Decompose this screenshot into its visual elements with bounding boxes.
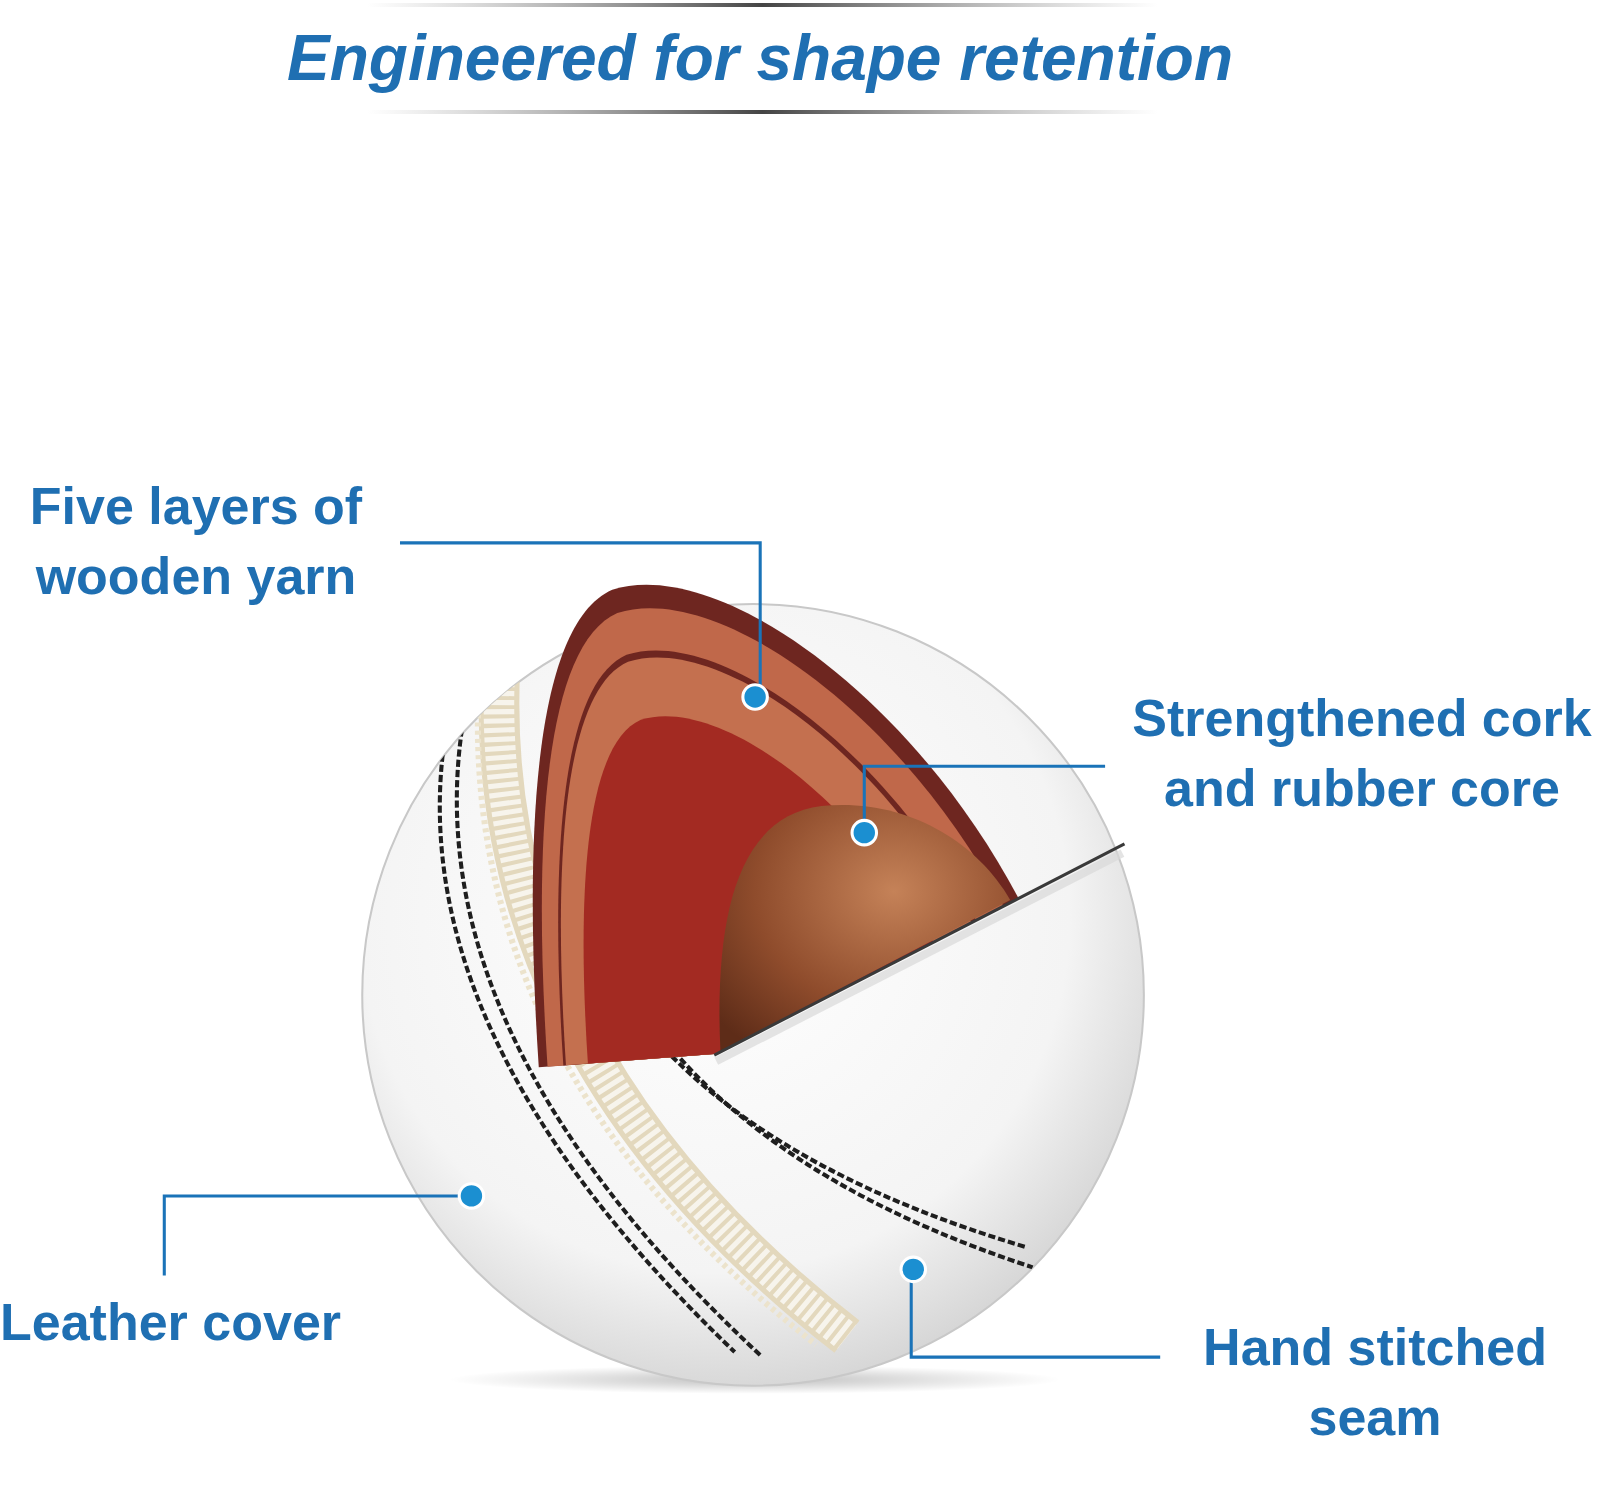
leader-line	[911, 1269, 1160, 1357]
leaders	[164, 543, 1160, 1357]
part-label: Hand stitched seam	[1185, 1312, 1565, 1452]
leader-dot	[901, 1257, 925, 1281]
cut-section	[533, 585, 1125, 1068]
leader-line	[864, 766, 1105, 832]
yarn-layer	[533, 585, 1019, 1068]
leader-dot	[743, 685, 767, 709]
part-label: Five layers of wooden yarn	[11, 471, 381, 611]
leader-dot	[852, 820, 876, 844]
cut-shadow	[716, 853, 1122, 1061]
ball-leather	[362, 604, 1144, 1386]
title-rule	[367, 110, 1158, 114]
part-label: Leather cover	[0, 1287, 400, 1357]
part-label: Strengthened cork and rubber core	[1120, 683, 1600, 823]
cut-edge	[714, 844, 1124, 1055]
cork-core	[719, 805, 1010, 1051]
title-rule	[367, 3, 1158, 7]
leader-line	[400, 543, 760, 697]
leader-line	[164, 1196, 469, 1276]
title: Engineered for shape retention	[160, 26, 1360, 90]
leader-dot	[459, 1184, 483, 1208]
